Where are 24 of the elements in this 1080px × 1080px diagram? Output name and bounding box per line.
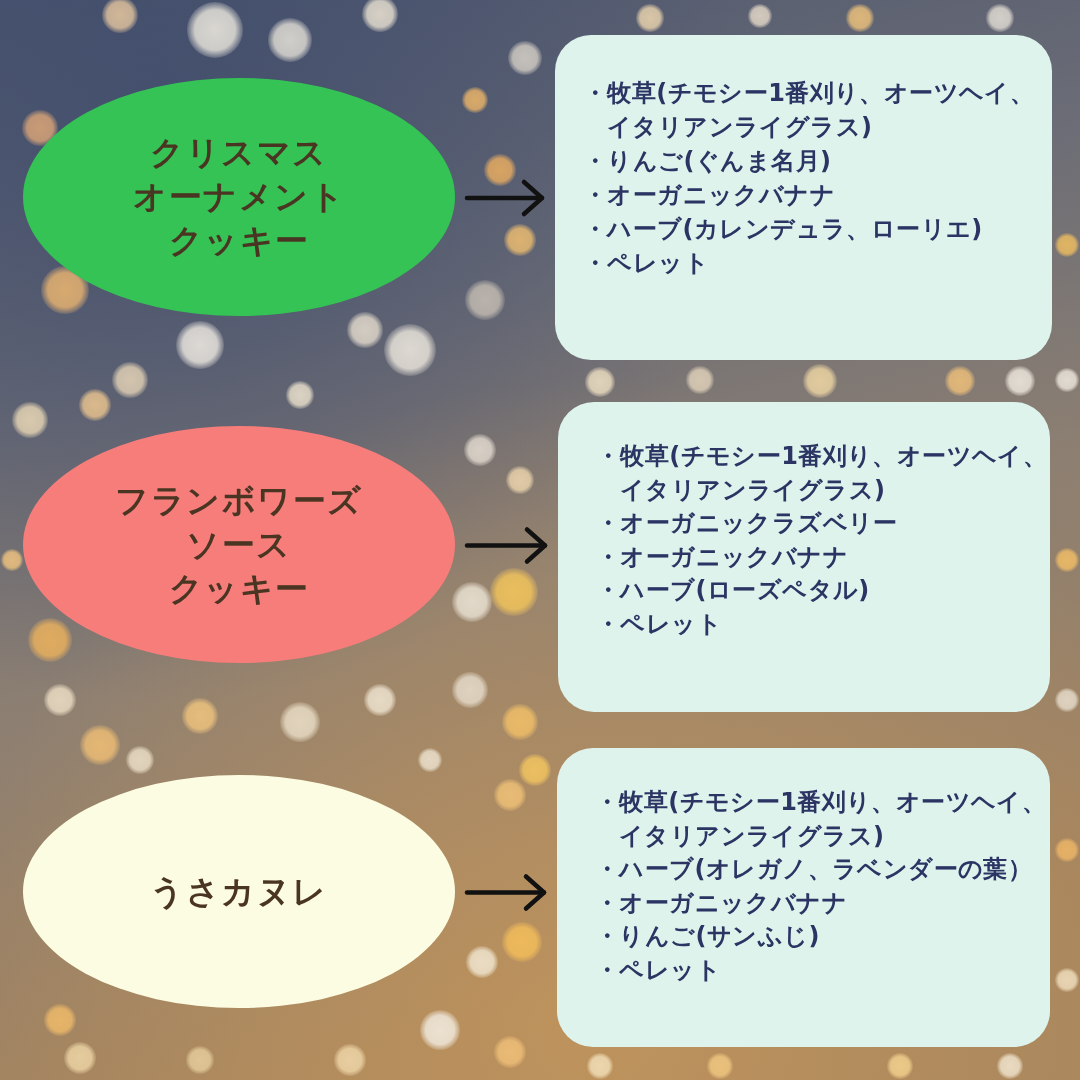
list-item: ・ペレット <box>595 954 721 986</box>
list-item: ・りんご(ぐんま名月) <box>583 146 832 177</box>
arrow <box>464 527 548 564</box>
list-item: ・牧草(チモシー1番刈り、オーツヘイ、イタリアンライグラス) <box>583 78 1035 143</box>
cookie-name: クリスマスオーナメントクッキー <box>133 132 345 262</box>
list-item: ・オーガニックラズベリー <box>596 508 898 539</box>
list-item: ・りんご(サンふじ) <box>595 921 820 952</box>
list-item: ・ハーブ(オレガノ、ラベンダーの葉） <box>595 854 1033 885</box>
ingredient-card <box>557 748 1050 1047</box>
arrow <box>464 179 545 217</box>
ingredient-card <box>555 35 1052 360</box>
list-item: ・オーガニックバナナ <box>596 541 848 573</box>
cookie-name: うさカヌレ <box>150 870 328 913</box>
list-item: ・牧草(チモシー1番刈り、オーツヘイ、イタリアンライグラス) <box>596 441 1048 506</box>
ingredient-card <box>558 402 1050 712</box>
list-item: ・ハーブ(カレンデュラ、ローリエ) <box>583 214 983 245</box>
list-item: ・ペレット <box>596 608 722 640</box>
list-item: ・牧草(チモシー1番刈り、オーツヘイ、イタリアンライグラス) <box>595 787 1047 852</box>
list-item: ・オーガニックバナナ <box>583 180 835 211</box>
list-item: ・オーガニックバナナ <box>595 887 847 919</box>
list-item: ・ペレット <box>583 248 709 279</box>
arrow <box>464 874 547 911</box>
cookie-name: フランボワーズソースクッキー <box>115 479 363 610</box>
list-item: ・ハーブ(ローズペタル) <box>596 575 870 606</box>
